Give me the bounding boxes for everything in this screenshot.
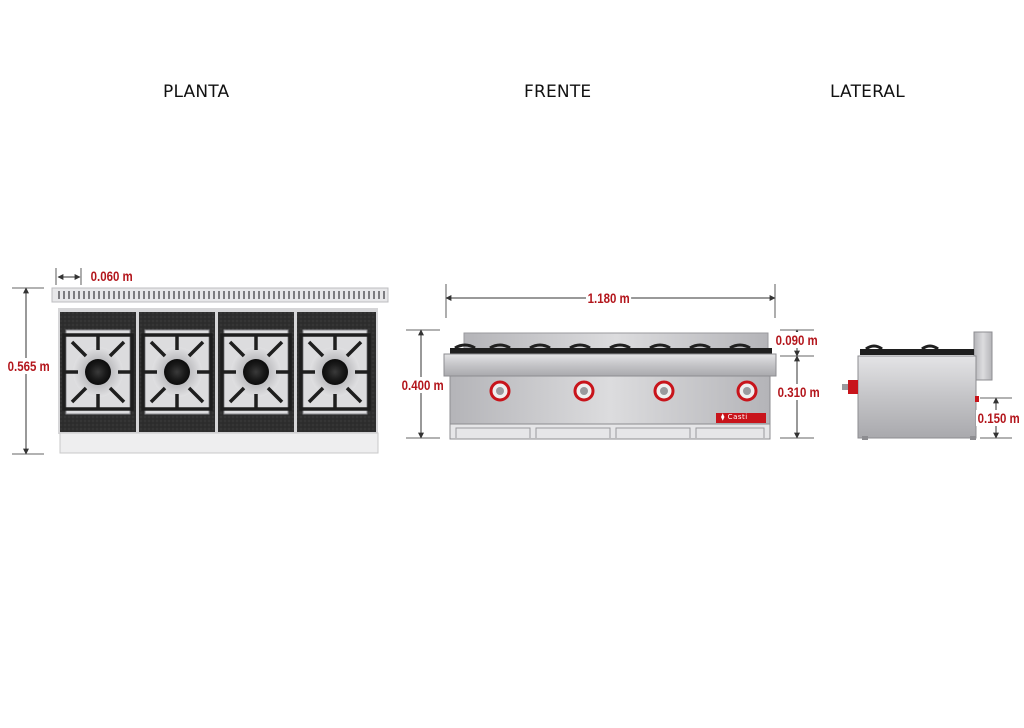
vent-slot — [383, 291, 385, 299]
dim-front-width: 1.180 m — [586, 290, 632, 306]
vent-slot — [228, 291, 230, 299]
vent-slot — [153, 291, 155, 299]
vent-slot — [288, 291, 290, 299]
dim-plan-backsplash: 0.060 m — [89, 268, 135, 284]
front-knobs — [489, 380, 758, 402]
vent-slot — [148, 291, 150, 299]
front-view-title: FRENTE — [524, 82, 592, 102]
vent-slot — [183, 291, 185, 299]
vent-slot — [333, 291, 335, 299]
plan-burner-2 — [139, 312, 215, 432]
vent-slot — [358, 291, 360, 299]
vent-slot — [243, 291, 245, 299]
vent-slot — [223, 291, 225, 299]
backsplash-vents — [58, 291, 385, 299]
vent-slot — [273, 291, 275, 299]
vent-slot — [128, 291, 130, 299]
vent-slot — [348, 291, 350, 299]
vent-slot — [98, 291, 100, 299]
vent-slot — [213, 291, 215, 299]
dim-side-leg: 0.150 m — [976, 410, 1022, 426]
vent-slot — [208, 291, 210, 299]
plan-view-title: PLANTA — [163, 82, 230, 102]
vent-slot — [253, 291, 255, 299]
vent-slot — [233, 291, 235, 299]
plan-grates — [62, 333, 371, 411]
vent-slot — [313, 291, 315, 299]
vent-slot — [88, 291, 90, 299]
side-view — [842, 331, 1012, 440]
vent-slot — [278, 291, 280, 299]
dim-front-height: 0.400 m — [400, 377, 446, 393]
vent-slot — [103, 291, 105, 299]
vent-slot — [293, 291, 295, 299]
vent-slot — [108, 291, 110, 299]
dim-plan-depth: 0.565 m — [6, 358, 52, 374]
vent-slot — [78, 291, 80, 299]
vent-slot — [198, 291, 200, 299]
vent-slot — [378, 291, 380, 299]
plan-view — [12, 268, 389, 455]
dim-front-body: 0.310 m — [776, 384, 822, 400]
vent-slot — [188, 291, 190, 299]
vent-slot — [343, 291, 345, 299]
vent-slot — [178, 291, 180, 299]
vent-slot — [138, 291, 140, 299]
vent-slot — [218, 291, 220, 299]
vent-slot — [238, 291, 240, 299]
front-view — [406, 284, 814, 440]
vent-slot — [193, 291, 195, 299]
vent-slot — [338, 291, 340, 299]
brand-logo-plate: ⧫ Casti — [721, 413, 748, 421]
vent-slot — [268, 291, 270, 299]
vent-slot — [123, 291, 125, 299]
vent-slot — [143, 291, 145, 299]
vent-slot — [203, 291, 205, 299]
vent-slot — [298, 291, 300, 299]
vent-slot — [373, 291, 375, 299]
dim-front-top: 0.090 m — [774, 332, 820, 348]
vent-slot — [248, 291, 250, 299]
side-view-title: LATERAL — [830, 82, 905, 102]
vent-slot — [353, 291, 355, 299]
vent-slot — [113, 291, 115, 299]
vent-slot — [283, 291, 285, 299]
vent-slot — [163, 291, 165, 299]
vent-slot — [363, 291, 365, 299]
vent-slot — [168, 291, 170, 299]
vent-slot — [58, 291, 60, 299]
vent-slot — [158, 291, 160, 299]
vent-slot — [308, 291, 310, 299]
vent-slot — [303, 291, 305, 299]
vent-slot — [318, 291, 320, 299]
vent-slot — [83, 291, 85, 299]
vent-slot — [133, 291, 135, 299]
vent-slot — [263, 291, 265, 299]
vent-slot — [328, 291, 330, 299]
vent-slot — [173, 291, 175, 299]
vent-slot — [118, 291, 120, 299]
vent-slot — [63, 291, 65, 299]
vent-slot — [68, 291, 70, 299]
vent-slot — [73, 291, 75, 299]
vent-slot — [93, 291, 95, 299]
vent-slot — [258, 291, 260, 299]
vent-slot — [368, 291, 370, 299]
vent-slot — [323, 291, 325, 299]
